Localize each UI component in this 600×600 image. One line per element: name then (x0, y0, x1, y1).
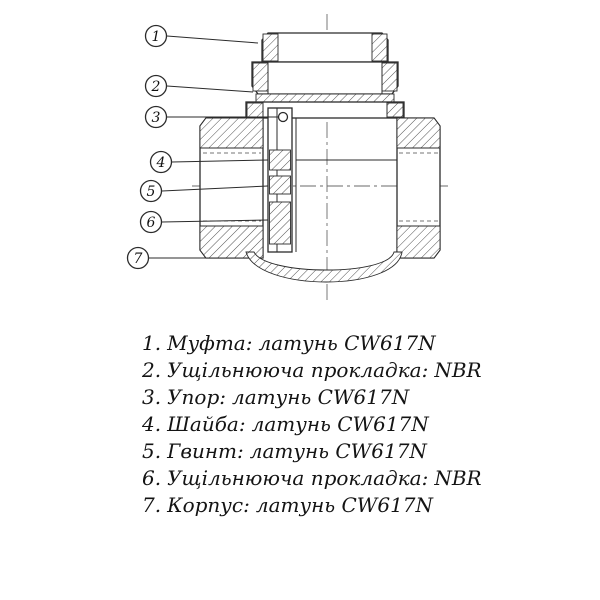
right-port-section (396, 117, 441, 259)
callout-number-2: 2 (151, 79, 161, 95)
callout-7: 7 (126, 246, 230, 270)
legend-part-name: Шайба: (167, 412, 246, 436)
callout-5: 5 (139, 179, 269, 203)
legend-material: латунь CW617N (255, 493, 434, 517)
callout-number-1: 1 (152, 29, 161, 45)
legend-item-4: 4.Шайба:латунь CW617N (142, 411, 482, 438)
legend-item-6: 6.Ущільнююча прокладка:NBR (142, 465, 482, 492)
parts-legend: 1.Муфта:латунь CW617N 2.Ущільнююча прокл… (142, 330, 482, 519)
legend-material: NBR (434, 358, 482, 382)
legend-material: латунь CW617N (251, 412, 429, 436)
legend-material: NBR (434, 466, 482, 490)
legend-number: 5. (142, 439, 162, 463)
legend-item-2: 2.Ущільнююча прокладка:NBR (142, 357, 482, 384)
valve-technical-drawing: 1 2 3 4 5 6 7 (126, 14, 448, 302)
legend-item-3: 3.Упор:латунь CW617N (142, 384, 482, 411)
valve-cross-section-svg: 1 2 3 4 5 6 7 (126, 14, 448, 302)
legend-part-name: Муфта: (167, 331, 253, 355)
legend-number: 2. (142, 358, 162, 382)
callout-number-4: 4 (156, 155, 166, 171)
legend-number: 4. (142, 412, 162, 436)
legend-number: 7. (142, 493, 162, 517)
legend-part-name: Ущільнююча прокладка: (167, 466, 429, 490)
legend-item-1: 1.Муфта:латунь CW617N (142, 330, 482, 357)
stop-pin (277, 111, 289, 123)
legend-item-5: 5.Гвинт:латунь CW617N (142, 438, 482, 465)
cap-gasket-section (255, 93, 395, 103)
legend-material: латунь CW617N (249, 439, 427, 463)
disc-assembly-section (267, 107, 293, 253)
body-shell-section (245, 118, 403, 283)
legend-number: 6. (142, 466, 162, 490)
legend-material: латунь CW617N (232, 385, 410, 409)
legend-number: 3. (142, 385, 162, 409)
callout-2: 2 (144, 74, 254, 98)
legend-part-name: Упор: (167, 385, 227, 409)
callout-6: 6 (139, 210, 269, 234)
legend-item-7: 7.Корпус:латунь CW617N (142, 492, 482, 519)
callout-number-5: 5 (147, 184, 156, 200)
legend-material: латунь CW617N (258, 331, 436, 355)
cap-coupling-section (251, 32, 399, 95)
callout-3: 3 (144, 105, 278, 129)
callout-number-6: 6 (147, 215, 156, 231)
callout-4: 4 (149, 150, 269, 174)
callout-number-3: 3 (152, 110, 161, 126)
legend-part-name: Гвинт: (167, 439, 244, 463)
legend-number: 1. (142, 331, 162, 355)
legend-part-name: Корпус: (167, 493, 250, 517)
callout-number-7: 7 (134, 251, 143, 267)
callout-1: 1 (144, 24, 259, 48)
legend-part-name: Ущільнююча прокладка: (167, 358, 429, 382)
